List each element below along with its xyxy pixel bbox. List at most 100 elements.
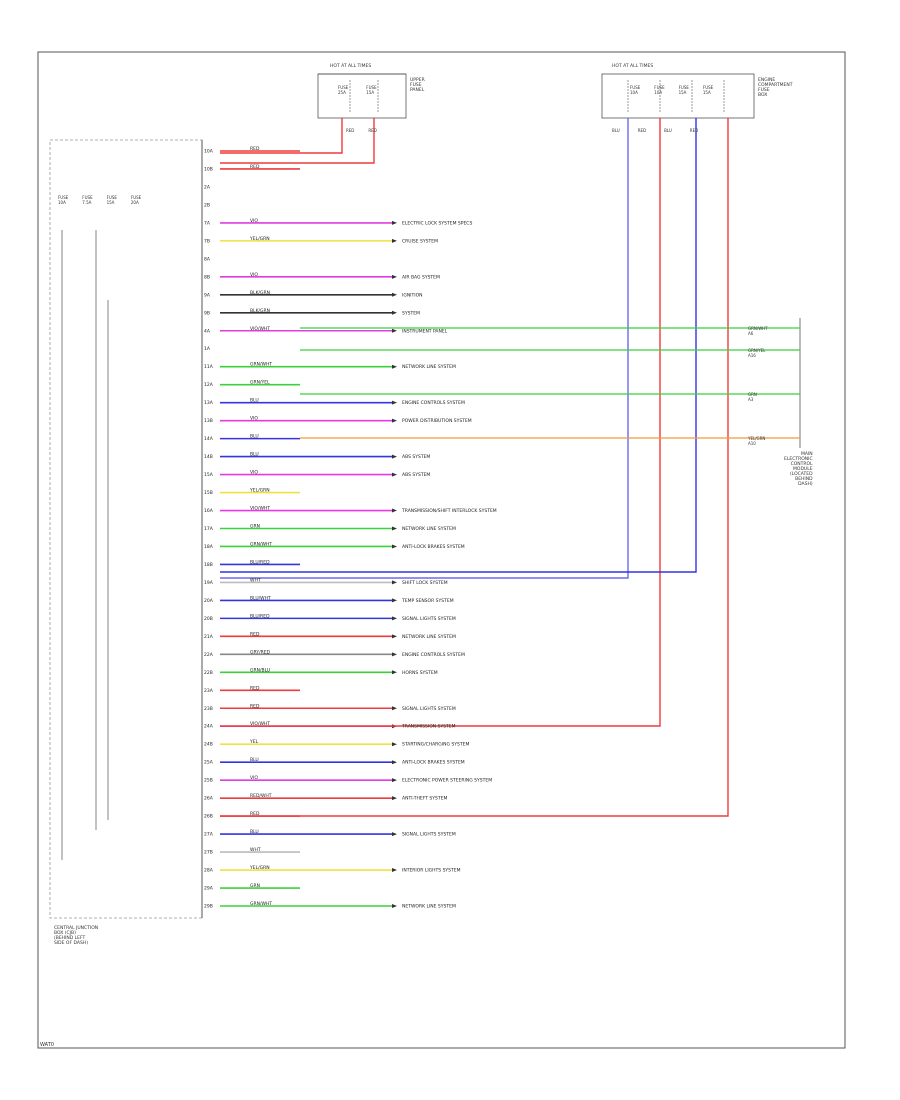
right-caption-line: MAIN — [800, 452, 813, 457]
wire-color-label: VIO/WHT — [250, 326, 270, 332]
fuse-label: FUSE — [82, 195, 93, 200]
pin-label: 28A — [204, 868, 214, 874]
wire-destination: ANTI-LOCK BRAKES SYSTEM — [402, 760, 465, 766]
fuse-rating: 10A — [654, 89, 663, 95]
wire-destination: CRUISE SYSTEM — [402, 238, 438, 244]
wire-color-label: GRN/WHT — [250, 362, 272, 368]
wire-color-label: YEL/GRN — [249, 236, 270, 242]
wire-color-label: BLK/GRN — [250, 290, 270, 296]
pin-label: 2B — [204, 202, 210, 208]
wire-color-label: RED — [250, 685, 260, 691]
wire-arrow — [392, 634, 397, 639]
wire-arrow — [392, 904, 397, 908]
pin-label: 29A — [204, 886, 214, 892]
wire-arrow — [392, 706, 397, 711]
right-caption-line: DASH) — [798, 482, 813, 487]
pin-label: A16 — [748, 353, 756, 358]
top-right-caption: ENGINE COMPARTMENT FUSE BOX — [758, 78, 792, 98]
pin-label: 25A — [204, 760, 214, 766]
pin-label: 23B — [204, 706, 213, 712]
top-right-caption-line: FUSE — [758, 88, 770, 93]
wire-arrow — [392, 742, 397, 747]
pin-label: 14A — [204, 436, 214, 442]
wire-destination: ANTI-LOCK BRAKES SYSTEM — [402, 544, 465, 550]
wire-color-label: RED — [250, 811, 260, 817]
wire-destination: HORNS SYSTEM — [402, 670, 438, 676]
top-left-caption: UPPER FUSE PANEL — [410, 78, 425, 93]
fuse-label: FUSE — [338, 85, 349, 90]
wire-destination: TRANSMISSION/SHIFT INTERLOCK SYSTEM — [401, 508, 497, 514]
wire-color-label: YEL/GRN — [249, 865, 270, 871]
wire-color-label: VIO/WHT — [250, 721, 270, 727]
wire-arrow — [392, 238, 397, 243]
feed-wire — [220, 118, 629, 579]
wire-arrow — [392, 598, 397, 603]
hot-label-line: HOT AT — [330, 64, 347, 69]
wire-color-label: RED — [250, 703, 260, 709]
junction-box-outline — [49, 139, 203, 919]
wire-arrow — [392, 580, 397, 585]
hot-label-line: ALL TIMES — [348, 64, 372, 69]
wire-arrow — [392, 868, 397, 873]
right-caption-line: (LOCATED — [790, 472, 813, 477]
wire-color-label: VIO — [250, 272, 258, 278]
fuse-rating: 20A — [130, 199, 139, 205]
wire-destination: AIR BAG SYSTEM — [402, 274, 440, 280]
wire-arrow — [392, 796, 397, 801]
top-right-caption-line: ENGINE — [758, 78, 776, 83]
top-right-fuse-box — [601, 73, 755, 119]
pin-label: A10 — [748, 441, 756, 446]
top-right-wire-labels: BLU RED BLU RED — [612, 128, 698, 133]
wire-destination: POWER DISTRIBUTION SYSTEM — [402, 418, 472, 424]
wire-destination: NETWORK LINE SYSTEM — [402, 634, 456, 640]
pin-label: 21A — [204, 634, 214, 640]
fuse-label: FUSE — [106, 195, 117, 200]
wire-arrow — [392, 364, 397, 369]
pin-label: 4A — [204, 328, 211, 334]
wire-destination: ELECTRONIC POWER STEERING SYSTEM — [402, 778, 492, 784]
wire-arrow — [392, 652, 397, 657]
pin-label: 7A — [204, 220, 211, 226]
pin-label: 8B — [204, 274, 210, 280]
fuse-box-caption-line: BOX (CJB) — [54, 931, 76, 936]
pin-label: 9B — [204, 310, 210, 316]
wire-color-label: GRN/BLU — [250, 667, 270, 673]
fuse-rating: 15A — [678, 89, 687, 95]
wire-arrow — [392, 832, 397, 837]
fuse-label: FUSE — [654, 85, 665, 90]
wire-color-label: BLU/RED — [250, 559, 270, 565]
wire-destination: INTERIOR LIGHTS SYSTEM — [402, 868, 461, 874]
top-left-caption-line: PANEL — [410, 88, 425, 93]
wire-destination: SHIFT LOCK SYSTEM — [402, 580, 448, 586]
wire-color-label: RED — [250, 164, 260, 170]
pin-label: 23A — [204, 688, 214, 694]
wire-destination: NETWORK LINE SYSTEM — [402, 526, 456, 532]
fuse-label: FUSE — [366, 85, 377, 90]
fuse-label: FUSE — [702, 85, 714, 90]
wire-arrow — [392, 616, 397, 621]
wire-color-label: BLU — [250, 398, 259, 404]
top-right-caption-line: BOX — [758, 93, 768, 98]
top-left-caption-line: UPPER — [410, 78, 425, 83]
wire-arrow — [392, 508, 397, 513]
pin-label: 16A — [204, 508, 214, 514]
pin-label: 13A — [204, 400, 214, 406]
wire-color-label: GRN — [250, 524, 260, 530]
pin-label: 10A — [204, 149, 214, 155]
top-left-hot-label: HOT AT ALL TIMES — [330, 64, 371, 69]
top-left-wire-labels: RED RED — [346, 128, 377, 133]
top-right-caption-line: COMPARTMENT — [758, 83, 793, 88]
wire-destination: ENGINE CONTROLS SYSTEM — [402, 652, 465, 658]
pin-label: 25B — [204, 778, 213, 784]
fuse-box-caption: CENTRAL JUNCTION BOX (CJB) (BEHIND LEFT … — [54, 926, 98, 946]
wire-arrow — [392, 526, 397, 531]
pin-label: 27A — [204, 832, 214, 838]
feed-wire — [220, 118, 697, 573]
fuse-label: FUSE — [630, 85, 641, 90]
pin-label: A6 — [748, 331, 754, 336]
feed-wire — [220, 118, 661, 727]
wire-destination: ELECTRIC LOCK SYSTEM SPECS — [402, 220, 472, 226]
wire-color-label: RED — [250, 631, 260, 637]
